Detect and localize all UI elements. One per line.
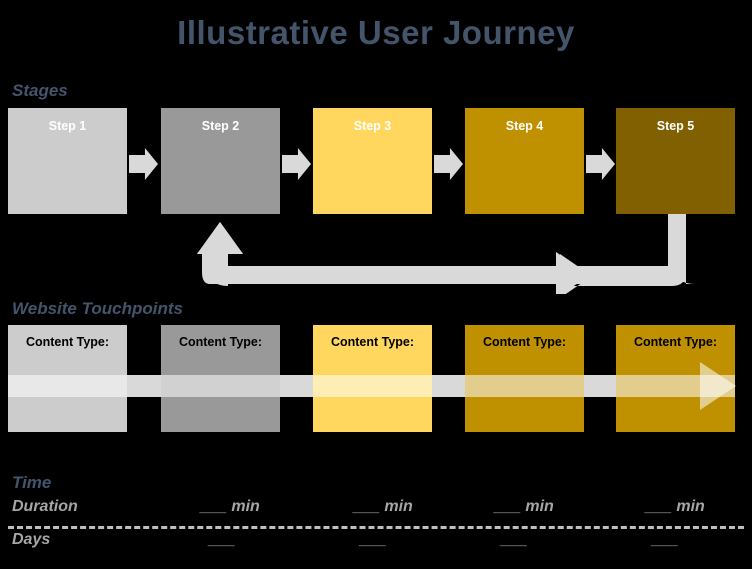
progress-band-gap-3	[432, 375, 465, 397]
day-mark-4[interactable]: ___	[651, 531, 679, 548]
day-mark-2[interactable]: ___	[359, 531, 387, 548]
stage-box-step-4[interactable]: Step 4	[465, 108, 584, 214]
feedback-loop-arrow	[197, 214, 696, 294]
time-divider	[8, 526, 744, 529]
stage-box-step-5[interactable]: Step 5	[616, 108, 735, 214]
touchpoints-row: Content Type: Content Type: Content Type…	[0, 325, 752, 432]
progress-band-gap-4	[584, 375, 616, 397]
stages-row: Step 1 Step 2 Step 3 Step 4 Step 5	[0, 108, 752, 214]
stage-box-step-1[interactable]: Step 1	[8, 108, 127, 214]
progress-band-segment-1	[8, 375, 127, 397]
stage-box-step-3[interactable]: Step 3	[313, 108, 432, 214]
day-mark-3[interactable]: ___	[500, 531, 528, 548]
duration-mark-2[interactable]: ___ min	[353, 498, 413, 515]
row-label-days: Days	[12, 531, 51, 548]
chevron-right-icon-1	[129, 148, 158, 180]
page-title: Illustrative User Journey	[177, 14, 575, 51]
day-mark-1[interactable]: ___	[208, 531, 236, 548]
duration-mark-4[interactable]: ___ min	[645, 498, 705, 515]
duration-mark-3[interactable]: ___ min	[494, 498, 554, 515]
progress-band-segment-4	[465, 375, 584, 397]
chevron-right-icon-4	[586, 148, 615, 180]
time-block: Duration Days ___ min ___ min ___ min __…	[0, 498, 752, 564]
chevron-right-icon-2	[282, 148, 311, 180]
section-label-touchpoints: Website Touchpoints	[12, 299, 183, 318]
progress-band-gap-1	[127, 375, 161, 397]
chevron-right-icon-3	[434, 148, 463, 180]
progress-band-segment-2	[161, 375, 280, 397]
progress-band-gap-2	[280, 375, 313, 397]
duration-mark-1[interactable]: ___ min	[200, 498, 260, 515]
section-label-time: Time	[12, 473, 52, 492]
section-label-stages: Stages	[12, 81, 68, 100]
row-label-duration: Duration	[12, 498, 78, 515]
progress-band-segment-3	[313, 375, 432, 397]
stage-box-step-2[interactable]: Step 2	[161, 108, 280, 214]
